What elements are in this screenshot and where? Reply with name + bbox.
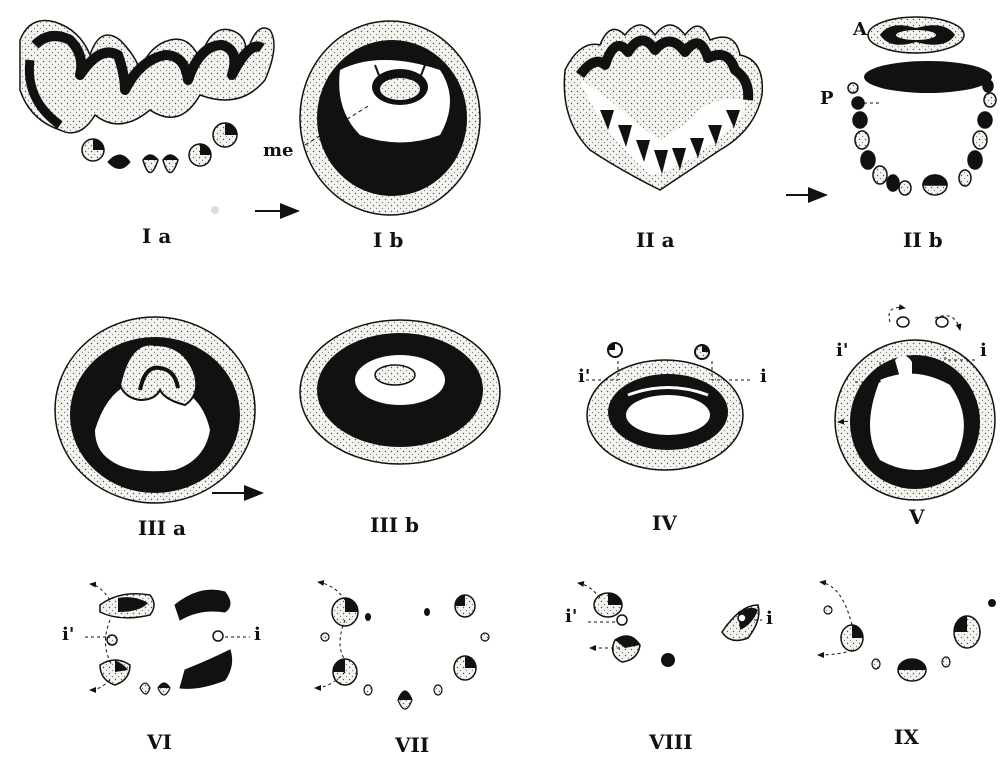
- annotation-me: me: [263, 140, 294, 161]
- label-ib: I b: [373, 228, 403, 252]
- label-iiia: III a: [138, 516, 186, 540]
- label-viii: VIII: [649, 730, 693, 754]
- annotation-iv-i: i: [760, 366, 767, 387]
- section-iib: [848, 17, 996, 195]
- label-ix: IX: [894, 725, 919, 749]
- section-v: [835, 308, 995, 500]
- label-v: V: [909, 505, 925, 529]
- label-iiib: III b: [370, 513, 419, 537]
- label-vi: VI: [147, 730, 172, 754]
- section-vii: [315, 582, 489, 709]
- section-iv: [580, 343, 750, 470]
- annotation-v-i: i: [980, 340, 987, 361]
- label-iia: II a: [636, 228, 675, 252]
- annotation-vi-i-prime: i': [62, 624, 74, 645]
- section-ia: [20, 20, 274, 214]
- annotation-viii-i: i: [766, 608, 773, 629]
- section-ib: [300, 21, 480, 215]
- annotation-a: A: [853, 19, 867, 40]
- section-iiib: [300, 320, 500, 464]
- section-ix: [818, 582, 996, 681]
- annotation-viii-i-prime: i': [565, 606, 577, 627]
- label-iib: II b: [903, 228, 943, 252]
- label-vii: VII: [395, 733, 429, 757]
- section-viii: [578, 583, 762, 667]
- section-iiia: [55, 317, 255, 503]
- section-vi: [85, 584, 250, 695]
- annotation-iv-i-prime: i': [578, 366, 590, 387]
- label-ia: I a: [142, 224, 171, 248]
- annotation-p: P: [820, 88, 834, 109]
- label-iv: IV: [652, 511, 677, 535]
- annotation-v-i-prime: i': [836, 340, 848, 361]
- annotation-vi-i: i: [254, 624, 261, 645]
- section-iia: [564, 25, 762, 190]
